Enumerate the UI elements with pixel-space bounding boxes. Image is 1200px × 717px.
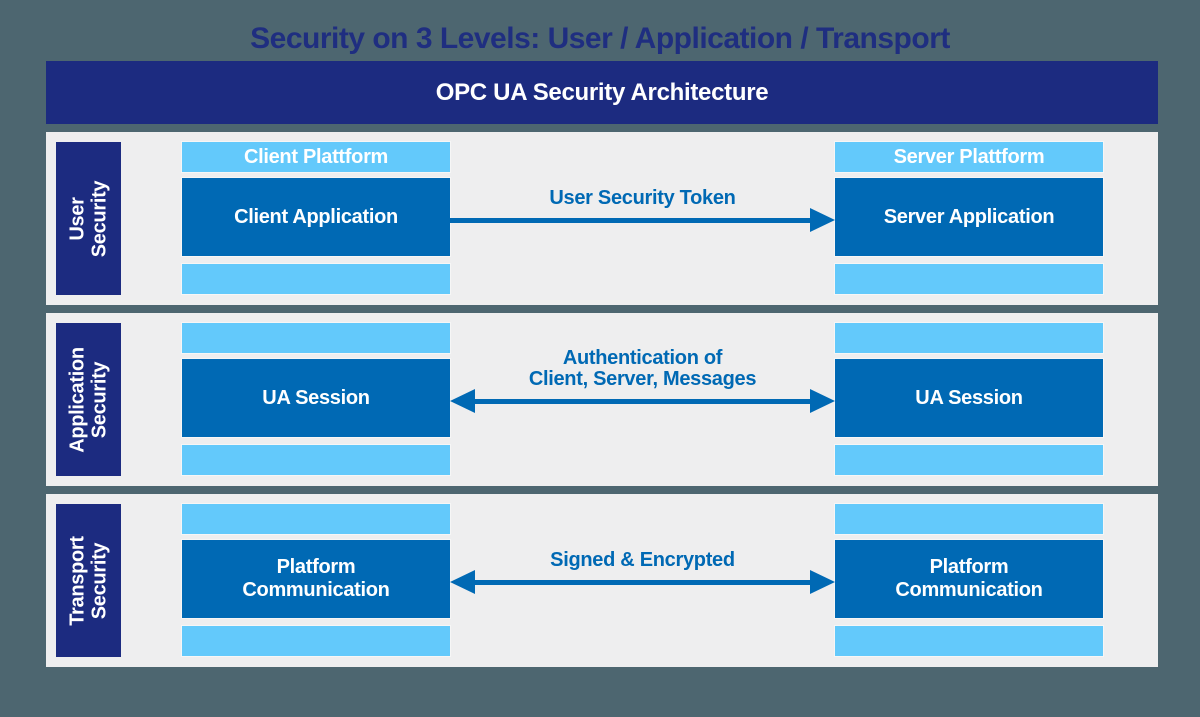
connection-application-security: Authentication of Client, Server, Messag…: [450, 323, 835, 476]
arrow-double-icon: [450, 389, 835, 413]
server-platform-communication-box: Platform Communication: [835, 540, 1103, 618]
server-empty-bottom-bar-application: [835, 445, 1103, 475]
arrow-right-icon: [450, 208, 835, 232]
row-label-application-security: Application Security: [56, 323, 121, 476]
arrowhead-right-icon: [810, 570, 835, 594]
server-empty-bar-user: [835, 264, 1103, 294]
arrow-double-icon: [450, 570, 835, 594]
client-stack-transport: Platform Communication: [182, 504, 450, 657]
row-label-text: User Security: [65, 180, 110, 257]
client-plattform-bar: Client Plattform: [182, 142, 450, 172]
client-empty-bottom-bar-application: [182, 445, 450, 475]
arrow-line: [450, 218, 815, 223]
connection-user-security: User Security Token: [450, 142, 835, 295]
server-stack-transport: Platform Communication: [835, 504, 1103, 657]
server-empty-top-bar-application: [835, 323, 1103, 353]
server-ua-session-box: UA Session: [835, 359, 1103, 437]
row-transport-security: Transport Security Platform Communicatio…: [46, 494, 1158, 667]
connection-transport-security: Signed & Encrypted: [450, 504, 835, 657]
arrowhead-right-icon: [810, 208, 835, 232]
arrow-label-user-security-token: User Security Token: [549, 187, 736, 210]
row-label-transport-security: Transport Security: [56, 504, 121, 657]
server-application-box: Server Application: [835, 178, 1103, 256]
row-label-text: Transport Security: [65, 535, 110, 626]
client-empty-top-bar-application: [182, 323, 450, 353]
page-title: Security on 3 Levels: User / Application…: [250, 22, 950, 55]
client-stack-application: UA Session: [182, 323, 450, 476]
row-label-text: Application Security: [65, 346, 110, 453]
server-plattform-bar: Server Plattform: [835, 142, 1103, 172]
server-stack-user: Server Plattform Server Application: [835, 142, 1103, 295]
client-empty-top-bar-transport: [182, 504, 450, 534]
arrow-label-authentication: Authentication of Client, Server, Messag…: [528, 346, 757, 391]
server-stack-application: UA Session: [835, 323, 1103, 476]
row-user-security: User Security Client Plattform Client Ap…: [46, 132, 1158, 305]
arrow-line: [470, 399, 815, 404]
arrowhead-right-icon: [810, 389, 835, 413]
row-label-user-security: User Security: [56, 142, 121, 295]
client-ua-session-box: UA Session: [182, 359, 450, 437]
client-application-box: Client Application: [182, 178, 450, 256]
client-empty-bottom-bar-transport: [182, 626, 450, 656]
server-empty-top-bar-transport: [835, 504, 1103, 534]
client-empty-bar-user: [182, 264, 450, 294]
architecture-header: OPC UA Security Architecture: [46, 61, 1158, 124]
arrow-line: [470, 580, 815, 585]
client-stack-user: Client Plattform Client Application: [182, 142, 450, 295]
server-empty-bottom-bar-transport: [835, 626, 1103, 656]
architecture-frame: OPC UA Security Architecture User Securi…: [46, 61, 1158, 667]
client-platform-communication-box: Platform Communication: [182, 540, 450, 618]
arrow-label-signed-encrypted: Signed & Encrypted: [550, 549, 735, 572]
row-application-security: Application Security UA Session Authenti…: [46, 313, 1158, 486]
